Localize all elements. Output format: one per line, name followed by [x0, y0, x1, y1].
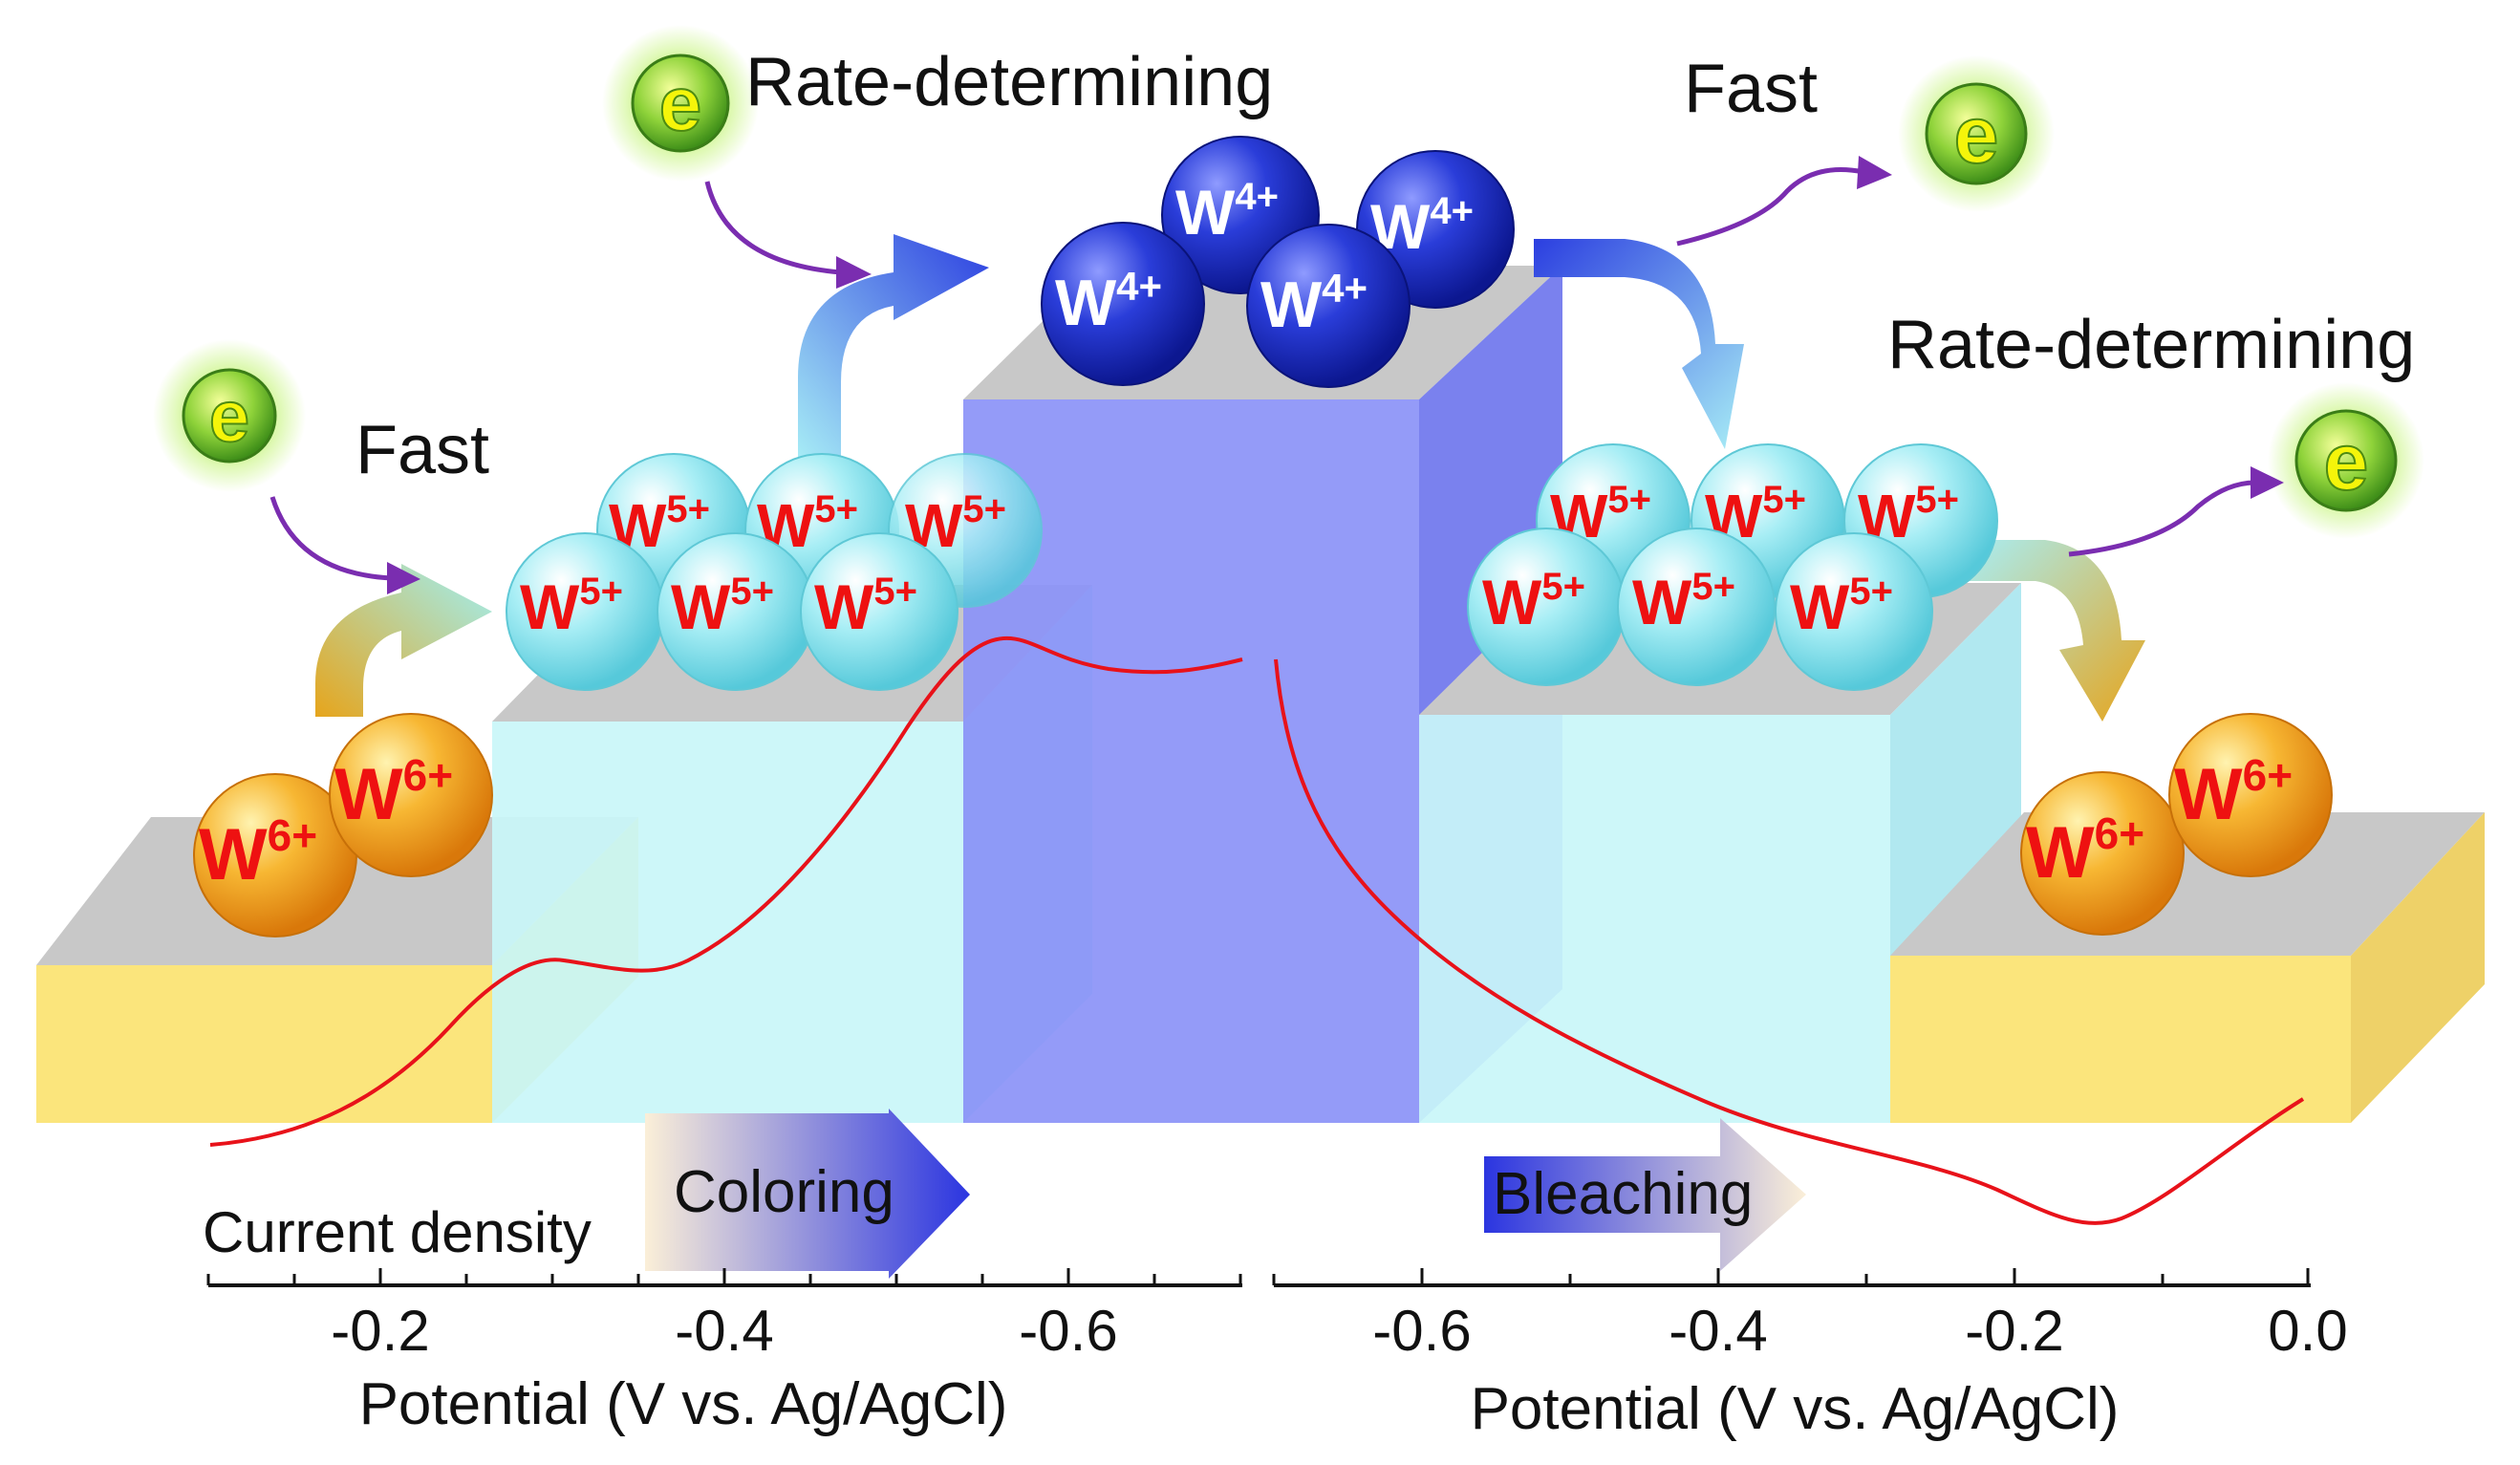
electron-arrowhead-top-right	[1857, 156, 1892, 189]
w4-ion: W4+	[1246, 224, 1411, 388]
left-cyan-step-front	[492, 722, 963, 1123]
svg-text:W6+: W6+	[199, 810, 317, 895]
coloring-banner: Coloring	[645, 1109, 970, 1279]
rate-determining-label-right: Rate-determining	[1887, 307, 2415, 383]
electron-arrowhead-right	[2251, 466, 2284, 499]
arrow-w5-to-w4-left	[798, 234, 989, 463]
step-blocks	[36, 266, 2485, 1123]
svg-text:W5+: W5+	[520, 571, 623, 642]
svg-text:W5+: W5+	[814, 571, 917, 642]
w5-ion: W5+	[1617, 528, 1776, 686]
electron-left: e	[153, 339, 306, 492]
svg-text:W6+: W6+	[2174, 750, 2293, 835]
w6-cluster-left: W6+ W6+	[193, 713, 493, 937]
axis-right-label: Potential (V vs. Ag/AgCl)	[1471, 1376, 2120, 1442]
fast-label-right: Fast	[1684, 51, 1818, 127]
w5-ion: W5+	[1467, 528, 1626, 686]
arrow-w4-to-w5-right	[1534, 239, 1744, 449]
svg-text:W4+: W4+	[1260, 266, 1368, 341]
w5-ion: W5+	[1775, 532, 1933, 691]
cv-curve-coloring	[209, 636, 1243, 1147]
axis-left-label: Potential (V vs. Ag/AgCl)	[359, 1371, 1008, 1437]
svg-text:W5+: W5+	[905, 488, 1006, 560]
svg-text:W6+: W6+	[2026, 808, 2144, 894]
right-yellow-step-side	[2351, 812, 2485, 1123]
electron-top-right: e	[1898, 55, 2055, 212]
axis-left-tick: -0.6	[1019, 1299, 1117, 1363]
axis-right-tick: -0.6	[1372, 1299, 1471, 1363]
coloring-label: Coloring	[674, 1159, 894, 1225]
bleaching-label: Bleaching	[1493, 1161, 1753, 1227]
axis-right-tick: -0.2	[1965, 1299, 2063, 1363]
w5-ion: W5+	[506, 532, 664, 691]
w6-cluster-right: W6+ W6+	[2020, 713, 2333, 936]
w5-cluster-left: W5+ W5+ W5+ W5+ W5+ W5+	[506, 453, 1043, 691]
svg-text:W5+: W5+	[671, 571, 774, 642]
axis-left-tick: -0.2	[331, 1299, 429, 1363]
left-yellow-step-front	[36, 965, 492, 1123]
w6-ion: W6+	[2020, 771, 2185, 936]
reaction-arrows	[315, 234, 2145, 722]
arrow-w5-to-w6-right	[1964, 540, 2145, 722]
w5-ion: W5+	[657, 532, 815, 691]
electron-symbol: e	[2324, 417, 2369, 506]
electrons: e e e e	[153, 25, 2424, 594]
axis-right: -0.6 -0.4 -0.2 0.0 Potential (V vs. Ag/A…	[1272, 1268, 2348, 1442]
axis-left: -0.2 -0.4 -0.6 Potential (V vs. Ag/AgCl)	[206, 1268, 1242, 1437]
axis-right-tick: 0.0	[2268, 1299, 2347, 1363]
svg-text:W5+: W5+	[1790, 571, 1893, 642]
rate-determining-label-top: Rate-determining	[745, 44, 1273, 120]
svg-text:W5+: W5+	[1632, 566, 1735, 637]
w6-ion: W6+	[329, 713, 493, 877]
electron-symbol: e	[659, 61, 702, 146]
svg-text:W5+: W5+	[1482, 566, 1585, 637]
bleaching-banner: Bleaching	[1484, 1118, 1806, 1271]
w4-cluster-center: W4+ W4+ W4+ W4+	[1041, 136, 1515, 388]
svg-text:W5+: W5+	[757, 488, 858, 560]
w6-ion: W6+	[2168, 713, 2333, 877]
electron-symbol: e	[209, 377, 249, 458]
current-density-label: Current density	[203, 1200, 592, 1264]
electron-right: e	[2268, 382, 2424, 539]
svg-text:W4+: W4+	[1175, 176, 1279, 248]
axis-left-tick: -0.4	[675, 1299, 773, 1363]
axis-right-tick: -0.4	[1669, 1299, 1767, 1363]
right-cyan-step-front	[1419, 715, 1890, 1123]
right-yellow-step-front	[1890, 956, 2351, 1123]
w5-cluster-right: W5+ W5+ W5+ W5+ W5+ W5+	[1467, 443, 1998, 691]
electron-path-top-left	[704, 181, 842, 275]
arrow-w6-to-w5-left	[315, 564, 492, 717]
electron-arrowhead-top-left	[836, 256, 872, 289]
cv-curve-bleaching	[1274, 658, 2305, 1225]
electron-path-right	[2068, 480, 2256, 557]
electron-path-left	[269, 496, 393, 581]
w6-ion: W6+	[193, 773, 357, 937]
fast-label-left: Fast	[355, 412, 489, 488]
electron-path-top-right	[1676, 167, 1864, 247]
svg-text:W5+: W5+	[1858, 479, 1959, 550]
electron-symbol: e	[1954, 90, 1999, 180]
svg-text:W6+: W6+	[334, 750, 453, 835]
electron-arrowhead-left	[387, 562, 420, 594]
w5-ion: W5+	[800, 532, 958, 691]
w4-ion: W4+	[1041, 222, 1205, 386]
cv-curves	[209, 636, 2305, 1225]
svg-text:W4+: W4+	[1055, 264, 1162, 339]
electron-top-left: e	[602, 25, 759, 182]
